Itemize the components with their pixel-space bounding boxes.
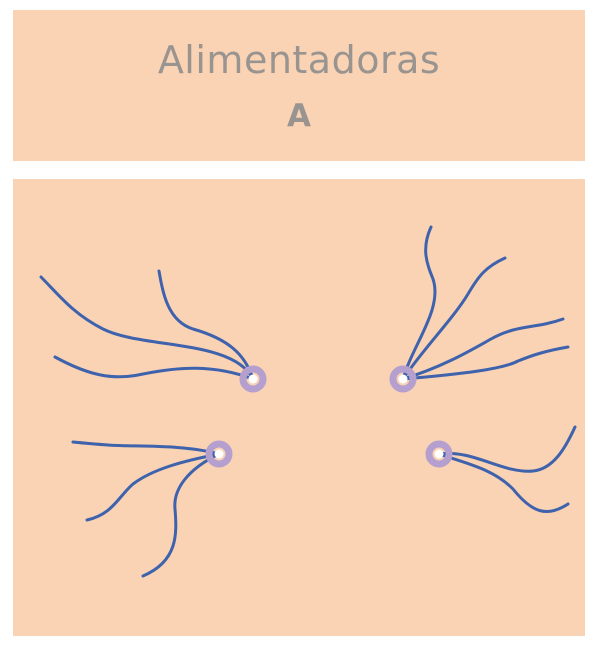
hypha xyxy=(87,454,219,520)
hub-center xyxy=(435,450,444,459)
hypha xyxy=(41,277,253,379)
hypha xyxy=(55,357,253,379)
hubs xyxy=(209,369,449,464)
upper-right-cluster xyxy=(403,227,568,379)
hub-center xyxy=(399,375,408,384)
diagram-panel xyxy=(13,179,585,636)
header-title: Alimentadoras xyxy=(13,38,585,82)
hypha xyxy=(403,258,505,379)
upper-left-cluster xyxy=(41,271,253,379)
hypha xyxy=(439,427,575,471)
hypha xyxy=(73,442,219,454)
header-panel: Alimentadoras A xyxy=(13,10,585,161)
mycorrhiza-diagram xyxy=(13,179,585,636)
hub-center xyxy=(249,375,258,384)
header-label: A xyxy=(13,98,585,134)
lower-left-cluster xyxy=(73,442,219,576)
hub-center xyxy=(215,450,224,459)
hypha xyxy=(439,454,568,512)
hypha xyxy=(403,347,568,379)
lower-right-cluster xyxy=(439,427,575,512)
